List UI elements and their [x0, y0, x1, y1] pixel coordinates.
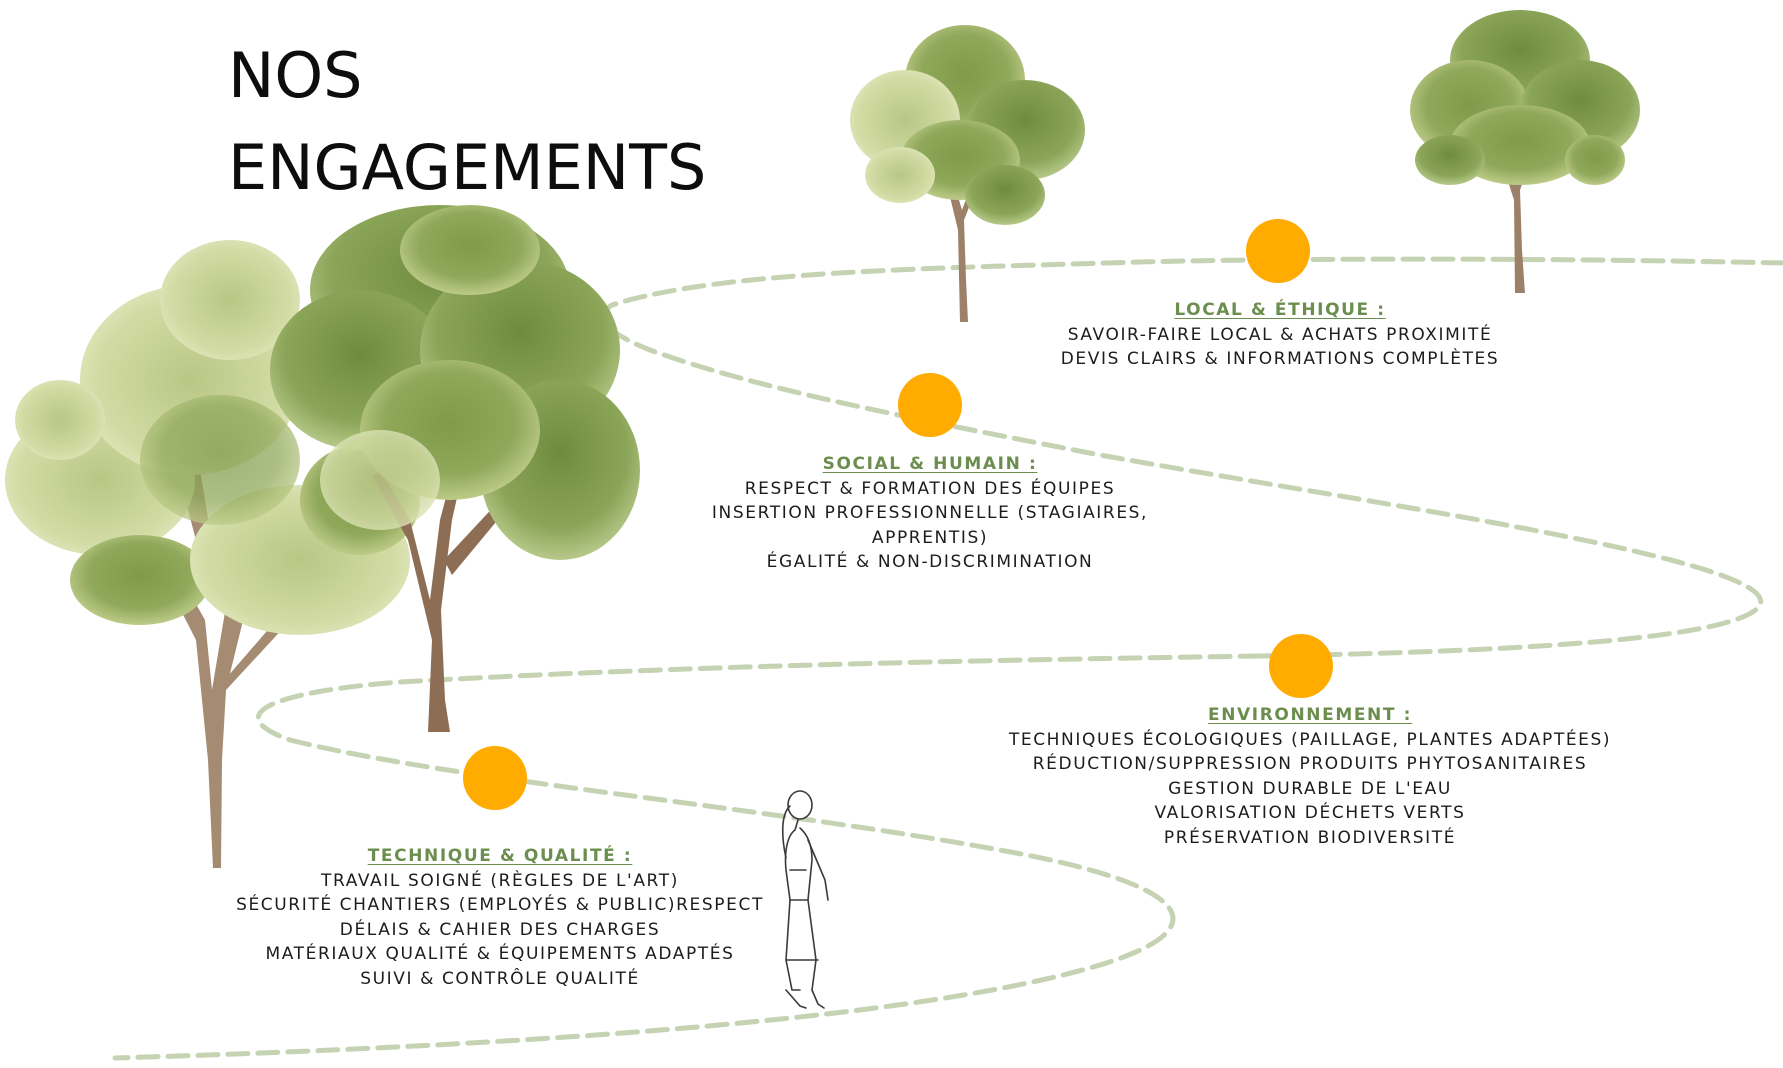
path-middle-segment	[255, 653, 1263, 743]
section-line: INSERTION PROFESSIONNELLE (STAGIAIRES,	[711, 503, 1149, 523]
walking-person-icon	[781, 790, 829, 1009]
section-environnement: ENVIRONNEMENT : TECHNIQUES ÉCOLOGIQUES (…	[940, 703, 1680, 850]
tree-icon	[1410, 10, 1640, 293]
section-heading: SOCIAL & HUMAIN :	[822, 454, 1038, 474]
section-line: VALORISATION DÉCHETS VERTS	[1154, 803, 1466, 823]
path-top-segment	[609, 256, 1783, 308]
page-title: NOS ENGAGEMENTS	[228, 30, 706, 214]
winding-path	[112, 256, 1783, 1061]
section-line: ÉGALITÉ & NON-DISCRIMINATION	[766, 552, 1094, 572]
section-line: TECHNIQUES ÉCOLOGIQUES (PAILLAGE, PLANTE…	[1008, 729, 1612, 750]
section-line: PRÉSERVATION BIODIVERSITÉ	[1163, 827, 1457, 848]
milestone-dot-icon	[463, 746, 527, 810]
section-social-humain: SOCIAL & HUMAIN : RESPECT & FORMATION DE…	[660, 452, 1200, 575]
milestone-dot-icon	[1246, 219, 1310, 283]
tree-icon	[270, 205, 640, 732]
section-line: SAVOIR-FAIRE LOCAL & ACHATS PROXIMITÉ	[1067, 324, 1493, 345]
section-line: RESPECT & FORMATION DES ÉQUIPES	[744, 478, 1116, 499]
path-lower-curve	[112, 737, 1176, 1061]
milestone-dot-icon	[898, 373, 962, 437]
section-local-ethique: LOCAL & ÉTHIQUE : SAVOIR-FAIRE LOCAL & A…	[1010, 298, 1550, 372]
section-technique-qualite: TECHNIQUE & QUALITÉ : TRAVAIL SOIGNÉ (RÈ…	[200, 844, 800, 991]
section-line: APPRENTIS)	[871, 527, 989, 548]
section-line: DÉLAIS & CAHIER DES CHARGES	[339, 919, 661, 940]
section-line: RÉDUCTION/SUPPRESSION PRODUITS PHYTOSANI…	[1032, 754, 1588, 774]
section-line: MATÉRIAUX QUALITÉ & ÉQUIPEMENTS ADAPTÉS	[265, 944, 735, 964]
page-title-line-2: ENGAGEMENTS	[228, 131, 707, 204]
section-line: SÉCURITÉ CHANTIERS (EMPLOYÉS & PUBLIC)RE…	[236, 895, 764, 915]
section-heading: ENVIRONNEMENT :	[1207, 705, 1412, 725]
page-title-line-1: NOS	[228, 39, 363, 112]
milestone-dot-icon	[1269, 634, 1333, 698]
section-line: GESTION DURABLE DE L'EAU	[1168, 778, 1452, 799]
section-line: TRAVAIL SOIGNÉ (RÈGLES DE L'ART)	[321, 870, 679, 891]
path-upper-curve	[600, 302, 1764, 659]
tree-icon	[850, 25, 1085, 322]
section-line: DEVIS CLAIRS & INFORMATIONS COMPLÈTES	[1060, 349, 1500, 369]
section-heading: LOCAL & ÉTHIQUE :	[1174, 300, 1386, 320]
section-heading: TECHNIQUE & QUALITÉ :	[367, 846, 633, 866]
section-line: SUIVI & CONTRÔLE QUALITÉ	[360, 968, 640, 989]
